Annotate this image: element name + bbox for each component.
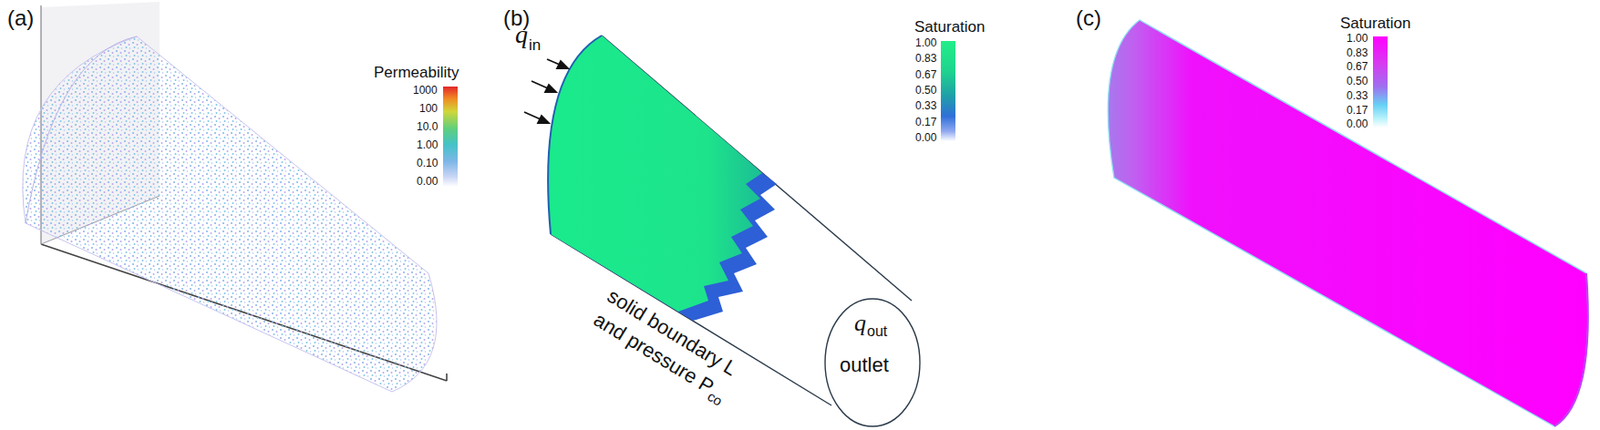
inlet-face xyxy=(547,35,602,235)
tick-label: 0.00 xyxy=(416,175,438,189)
tick-label: 0.33 xyxy=(1346,90,1368,104)
panel-letter: (c) xyxy=(1075,5,1102,31)
outlet-label: outlet xyxy=(839,353,889,377)
colorbar xyxy=(1372,36,1388,128)
tick-label: 0.67 xyxy=(1346,61,1368,74)
tick-label: 1.00 xyxy=(915,37,937,51)
inflow-arrows xyxy=(524,59,568,124)
colorbar-title: Permeability xyxy=(373,63,460,83)
flow-symbol: q xyxy=(515,20,528,50)
colorbar-title: Saturation xyxy=(1340,14,1412,33)
flow-symbol: q xyxy=(854,309,867,338)
tick-label: 100 xyxy=(419,103,438,116)
colorbar xyxy=(940,41,956,142)
flow-subscript: in xyxy=(528,36,541,55)
core-cylinder-end xyxy=(25,36,137,224)
tick-label: 0.00 xyxy=(1346,118,1368,132)
tick-label: 1000 xyxy=(412,84,438,98)
tick-label: 0.83 xyxy=(1346,47,1368,61)
tick-label: 0.00 xyxy=(915,132,937,145)
flow-subscript: out xyxy=(867,323,888,341)
panel-letter: (a) xyxy=(7,5,34,31)
colorbar-title: Saturation xyxy=(914,18,986,37)
saturated-core xyxy=(1107,20,1589,427)
tick-label: 0.50 xyxy=(915,84,937,98)
tick-label: 0.33 xyxy=(915,100,937,114)
tick-label: 0.67 xyxy=(915,69,937,83)
colorbar xyxy=(443,86,458,187)
saturation-front xyxy=(547,35,777,321)
outlet-face xyxy=(1554,273,1589,427)
tick-label: 1.00 xyxy=(1346,32,1368,46)
tick-label: 10.0 xyxy=(416,121,438,135)
tick-label: 0.17 xyxy=(1346,104,1368,118)
tick-label: 0.83 xyxy=(915,52,937,66)
tick-label: 0.10 xyxy=(416,157,438,171)
tick-label: 0.17 xyxy=(915,116,937,130)
saturated-zone xyxy=(547,35,763,312)
tick-label: 1.00 xyxy=(416,139,438,153)
core-cylinder xyxy=(22,36,437,393)
tick-label: 0.50 xyxy=(1346,75,1368,89)
